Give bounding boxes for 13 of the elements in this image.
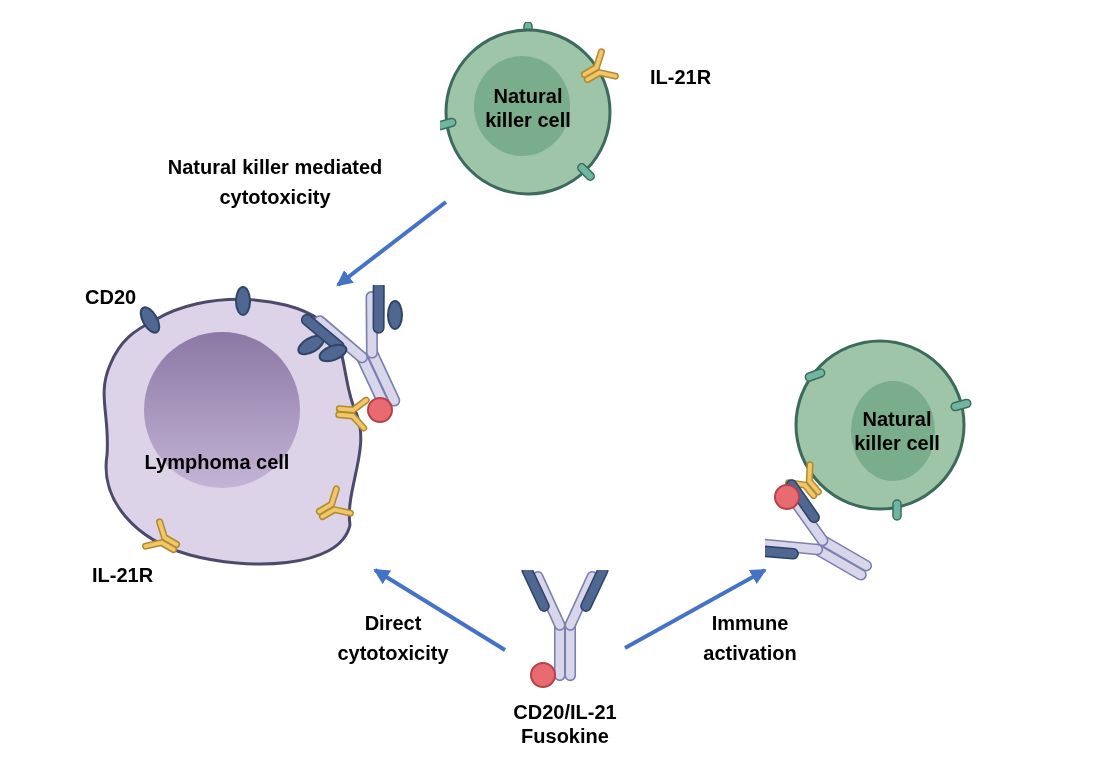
cell-label: Natural killer cell	[484, 84, 572, 132]
arrow	[624, 568, 767, 650]
arrow	[336, 200, 448, 287]
edge-label: Natural killer mediated cytotoxicity	[166, 155, 384, 210]
receptor-label: IL-21R	[650, 65, 712, 90]
fusokine-label: CD20/IL-21 Fusokine	[512, 700, 618, 748]
receptor-label: IL-21R	[92, 563, 154, 588]
cell-label: Lymphoma cell	[143, 450, 291, 474]
cell-label: Natural killer cell	[853, 407, 941, 455]
receptor-label: CD20	[85, 285, 137, 310]
edge-label: Immune activation	[702, 611, 798, 666]
arrow	[373, 568, 507, 652]
edge-label: Direct cytotoxicity	[336, 611, 450, 666]
